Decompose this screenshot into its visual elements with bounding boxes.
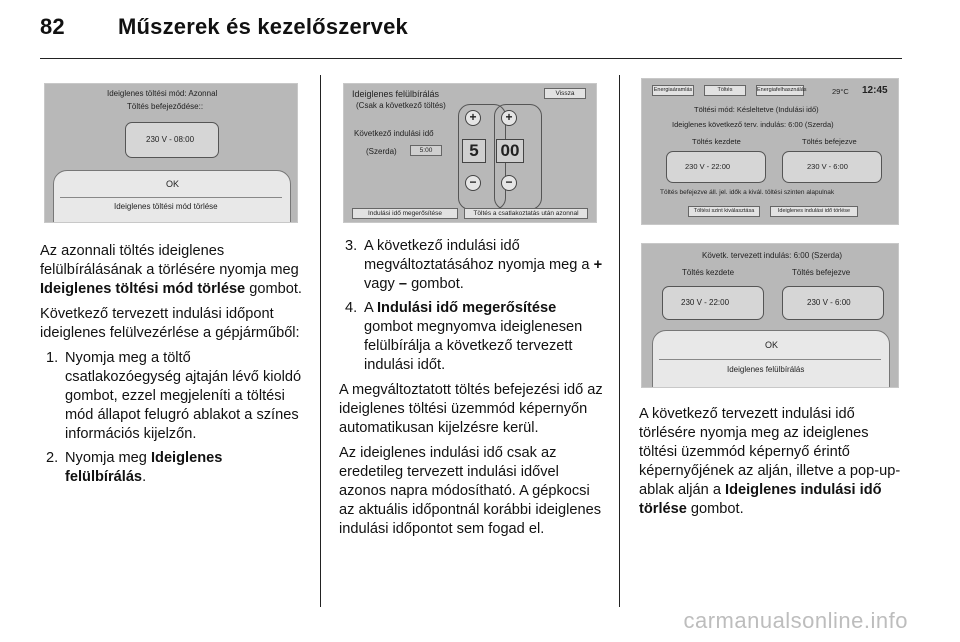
image-back-button: Vissza bbox=[544, 88, 586, 99]
list-number: 3. bbox=[345, 238, 358, 254]
image-hour-digit: 5 bbox=[462, 139, 486, 163]
image-text: Ideiglenes következő terv. indulás: 6:00… bbox=[672, 120, 834, 129]
image-text: Ideiglenes felülbírálás bbox=[727, 365, 805, 374]
column-1-text: Az azonnali töltés ideiglenes felülbírál… bbox=[40, 242, 306, 493]
text: Nyomja meg a töltő csatlakozóegység ajta… bbox=[65, 350, 302, 442]
image-confirm-button: Indulási idő megerősítése bbox=[352, 208, 458, 219]
minus-symbol: – bbox=[398, 276, 408, 292]
image-text: Töltés befejeződése:: bbox=[127, 102, 204, 111]
button-name-text: Ideiglenes felülbírálás bbox=[65, 450, 223, 485]
image-value-box: 230 V - 08:00 bbox=[125, 122, 219, 158]
image-text: Ideiglenes felülbírálás bbox=[352, 89, 440, 99]
image-text: Töltés befejezve bbox=[792, 268, 851, 277]
list-item: 4. A Indulási idő megerősítése gombot meg… bbox=[339, 299, 603, 375]
image-text: Töltés befejezve bbox=[802, 137, 857, 146]
image-text: OK bbox=[166, 179, 180, 189]
steps-list: 3. A következő indulási idő megváltoztatá… bbox=[339, 237, 603, 375]
text: gombot. bbox=[245, 281, 302, 297]
image-hour-minus: − bbox=[465, 175, 481, 191]
image-text: 230 V - 08:00 bbox=[146, 135, 195, 144]
image-text: Töltési mód: Késleltetve (Indulási idő) bbox=[694, 105, 819, 114]
image-divider bbox=[659, 359, 881, 360]
image-text: Töltés kezdete bbox=[682, 268, 735, 277]
column-2-text: 3. A következő indulási idő megváltoztatá… bbox=[339, 237, 603, 545]
text: gombot. bbox=[686, 501, 744, 517]
list-number: 2. bbox=[46, 450, 59, 466]
column-divider-1 bbox=[320, 75, 321, 607]
header-rule bbox=[40, 58, 902, 59]
text: A bbox=[364, 300, 377, 316]
text: vagy bbox=[364, 276, 399, 292]
text: A következő tervezett indulási idő törlé… bbox=[639, 406, 901, 498]
paragraph: A következő tervezett indulási idő törlé… bbox=[639, 405, 903, 519]
paragraph: Az ideiglenes indulási idő csak az erede… bbox=[339, 445, 602, 537]
button-name-text: Ideiglenes indulási idő törlése bbox=[639, 482, 882, 517]
text: . bbox=[142, 469, 147, 485]
image-ok-panel: OK Ideiglenes töltési mód törlése bbox=[53, 170, 291, 222]
text: A következő indulási idő megváltoztatásá… bbox=[364, 238, 594, 273]
image-tab: Töltés bbox=[704, 85, 746, 96]
button-name-text: Indulási idő megerősítése bbox=[376, 300, 557, 316]
text: Nyomja meg bbox=[65, 450, 151, 466]
list-number: 1. bbox=[46, 350, 59, 366]
image-text: Következő indulási idő bbox=[354, 129, 434, 138]
image-minute-plus: + bbox=[501, 110, 517, 126]
image-tab: Energiafelhasználás bbox=[756, 85, 807, 96]
watermark-logo: carmanualsonline.info bbox=[683, 608, 908, 633]
page-number: 82 bbox=[40, 14, 65, 39]
page-title: Műszerek és kezelőszervek bbox=[118, 14, 408, 39]
paragraph: Az azonnali töltés ideiglenes felülbírál… bbox=[40, 242, 306, 299]
image-text: 5:00 bbox=[410, 145, 442, 156]
image-divider bbox=[60, 197, 282, 198]
image-text: Töltés befejezve áll. jel. idők a kivál.… bbox=[660, 189, 835, 196]
image-text: 12:45 bbox=[862, 85, 888, 96]
text: gombot. bbox=[407, 276, 464, 292]
image-text: Ideiglenes töltési mód törlése bbox=[114, 202, 218, 211]
button-name-text: Ideiglenes töltési mód törlése bbox=[40, 281, 246, 297]
image-text: 230 V - 6:00 bbox=[807, 162, 848, 171]
text: gombot megnyomva ideiglenesen felülbírál… bbox=[364, 319, 583, 373]
list-item: 3. A következő indulási idő megváltoztatá… bbox=[339, 237, 603, 294]
image-text: Ideiglenes töltési mód: Azonnal bbox=[107, 89, 218, 98]
image-charge-now-button: Töltés a csatlakoztatás után azonnal bbox=[464, 208, 588, 219]
paragraph: A megváltoztatott töltés befejezési idő … bbox=[339, 382, 603, 436]
image-text: Követk. tervezett indulás: 6:00 (Szerda) bbox=[702, 251, 843, 260]
image-ok-panel: OK Ideiglenes felülbírálás bbox=[652, 330, 890, 387]
image-value-box: 230 V - 6:00 bbox=[782, 151, 882, 183]
text: Az azonnali töltés ideiglenes felülbírál… bbox=[40, 243, 299, 278]
image-minute-minus: − bbox=[501, 175, 517, 191]
image-text: (Csak a következő töltés) bbox=[356, 101, 446, 110]
image-minute-digit: 00 bbox=[496, 139, 524, 163]
image-text: (Szerda) bbox=[366, 147, 397, 156]
paragraph: Következő tervezett indulási időpont ide… bbox=[40, 306, 300, 341]
image-text: 230 V - 22:00 bbox=[681, 298, 730, 307]
image-text: OK bbox=[765, 340, 779, 350]
image-value-box: 230 V - 22:00 bbox=[666, 151, 766, 183]
list-number: 4. bbox=[345, 300, 358, 316]
column-divider-2 bbox=[619, 75, 620, 607]
screen-image-charging-status: Energiaáramlás Töltés Energiafelhasználá… bbox=[641, 78, 899, 225]
image-text: Töltés kezdete bbox=[692, 137, 741, 146]
steps-list: 1. Nyomja meg a töltő csatlakozóegység aj… bbox=[40, 349, 306, 487]
image-text: 230 V - 22:00 bbox=[685, 162, 731, 171]
screen-image-override: Ideiglenes felülbírálás (Csak a következ… bbox=[343, 83, 597, 223]
image-tab: Energiaáramlás bbox=[652, 85, 694, 96]
image-hour-plus: + bbox=[465, 110, 481, 126]
image-button: Ideiglenes indulási idő törlése bbox=[770, 206, 858, 217]
list-item: 1. Nyomja meg a töltő csatlakozóegység aj… bbox=[40, 349, 306, 444]
image-text: 230 V - 6:00 bbox=[807, 298, 851, 307]
image-text: 29°C bbox=[832, 87, 849, 96]
list-item: 2. Nyomja meg Ideiglenes felülbírálás. bbox=[40, 449, 306, 487]
column-3-text: A következő tervezett indulási idő törlé… bbox=[639, 405, 903, 525]
image-value-box: 230 V - 6:00 bbox=[782, 286, 884, 320]
image-value-box: 230 V - 22:00 bbox=[662, 286, 764, 320]
image-button: Töltési szint kiválasztása bbox=[688, 206, 760, 217]
plus-symbol: + bbox=[593, 257, 603, 273]
screen-image-next-departure: Követk. tervezett indulás: 6:00 (Szerda)… bbox=[641, 243, 899, 388]
screen-image-temporary-mode: Ideiglenes töltési mód: Azonnal Töltés b… bbox=[44, 83, 298, 223]
